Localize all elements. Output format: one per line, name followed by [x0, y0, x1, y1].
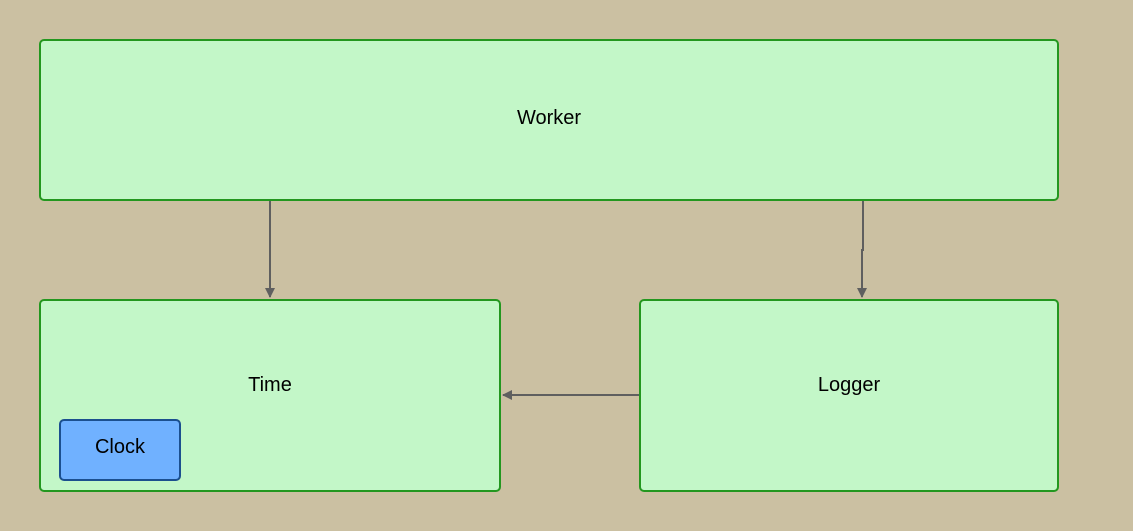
edge-worker-to-time: [265, 200, 275, 298]
time-label: Time: [248, 374, 292, 396]
logger-label: Logger: [817, 374, 881, 396]
worker-node[interactable]: Worker: [39, 39, 1059, 201]
logger-node[interactable]: Logger: [639, 299, 1059, 492]
clock-node[interactable]: Clock: [59, 419, 181, 481]
clock-label: Clock: [94, 435, 145, 458]
worker-label: Worker: [516, 106, 582, 129]
edge-worker-to-logger: [857, 200, 867, 298]
